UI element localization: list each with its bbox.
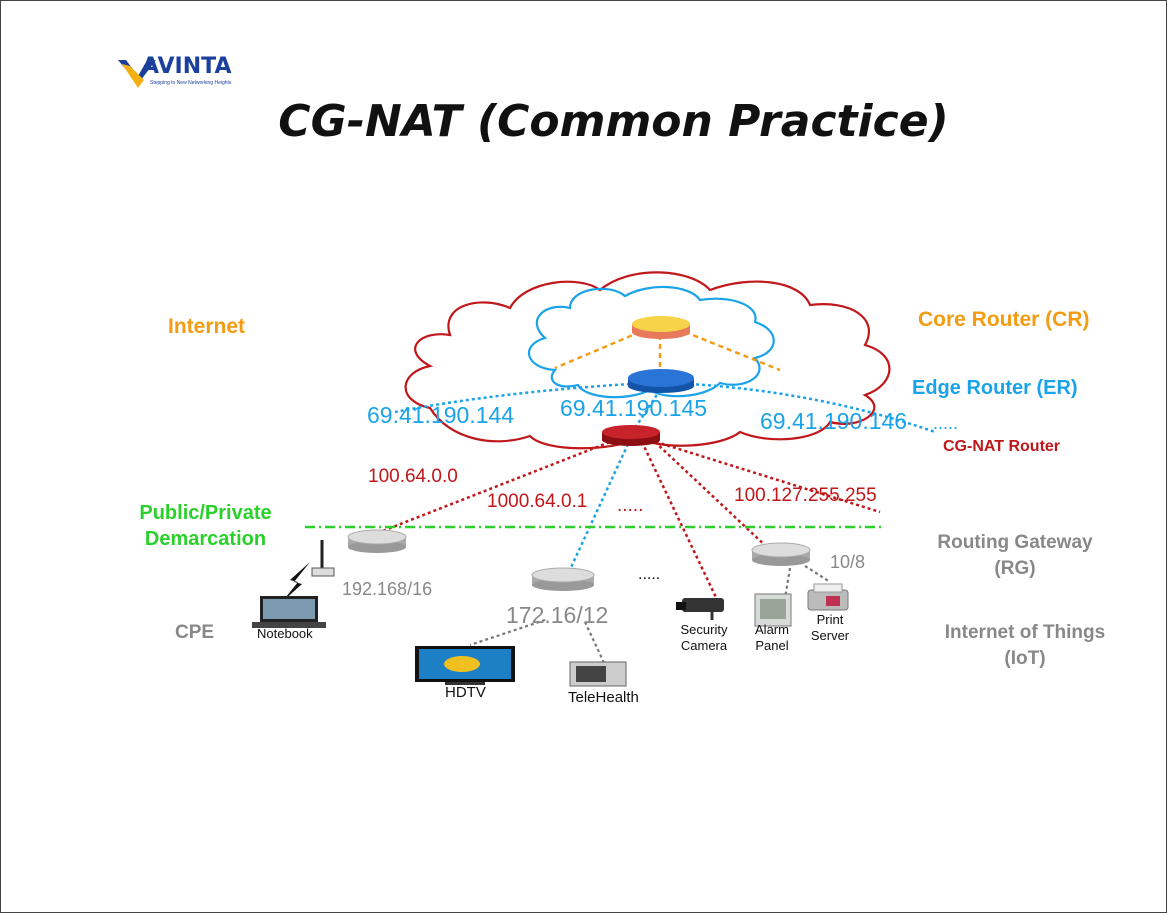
avinta-logo: AVINTA Stepping to New Networking Height… xyxy=(116,54,246,94)
routing-gateway-1-icon xyxy=(347,529,407,553)
public-ip-3: 69.41.190.146 xyxy=(760,408,908,434)
shared-ip-2: 1000.64.0.1 xyxy=(487,491,588,512)
alarm-panel-line2: Panel xyxy=(755,638,789,653)
core-router-icon xyxy=(632,316,690,339)
routing-gateway-2-icon xyxy=(531,567,595,591)
subnet-172: 172.16/12 xyxy=(506,602,609,628)
core-links xyxy=(554,330,781,372)
demarcation-line2: Demarcation xyxy=(144,528,267,550)
security-camera-label: Security Camera xyxy=(680,622,728,654)
logo-tagline: Stepping to New Networking Heights xyxy=(150,80,232,86)
devices-ellipsis: ..... xyxy=(638,566,661,583)
print-server-label: Print Server xyxy=(806,612,854,644)
demarcation-line1: Public/Private xyxy=(139,502,272,524)
security-camera-line2: Camera xyxy=(680,638,728,653)
hdtv-icon xyxy=(415,646,515,685)
subnet-10: 10/8 xyxy=(830,552,866,572)
routing-gateway-label: Routing Gateway (RG) xyxy=(920,530,1110,582)
telehealth-label: TeleHealth xyxy=(568,689,639,706)
alarm-panel-line1: Alarm xyxy=(755,622,789,637)
security-camera-line1: Security xyxy=(680,622,728,637)
notebook-icon xyxy=(252,596,326,628)
wireless-signal-icon xyxy=(282,562,310,602)
routing-gateway-line1: Routing Gateway xyxy=(937,532,1093,553)
slide-title: CG-NAT (Common Practice) xyxy=(278,96,949,147)
cpe-label: CPE xyxy=(175,622,215,643)
logo-swoosh-icon xyxy=(118,60,156,88)
internet-label: Internet xyxy=(168,315,246,338)
print-server-line1: Print xyxy=(816,612,844,627)
private-links xyxy=(469,565,831,666)
core-router-label: Core Router (CR) xyxy=(918,308,1090,331)
print-server-icon xyxy=(807,583,849,611)
iot-line2: (IoT) xyxy=(1004,648,1046,669)
logo-text: AVINTA xyxy=(142,54,232,79)
shared-ip-3: 100.127.255.255 xyxy=(734,485,877,506)
edge-router-label: Edge Router (ER) xyxy=(912,377,1078,399)
cgnat-links xyxy=(379,438,881,611)
wireless-access-point-icon xyxy=(311,540,335,577)
public-ip-2: 69.41.190.145 xyxy=(560,395,708,421)
demarcation-label: Public/Private Demarcation xyxy=(118,500,293,552)
public-ip-ellipsis: ..... xyxy=(933,413,959,433)
cgnat-router-icon xyxy=(602,425,660,446)
edge-router-icon xyxy=(628,369,694,393)
iot-line1: Internet of Things xyxy=(944,622,1106,643)
iot-label: Internet of Things (IoT) xyxy=(925,620,1125,672)
alarm-panel-icon xyxy=(754,593,792,627)
shared-ip-ellipsis: ..... xyxy=(617,495,644,516)
routing-gateway-line2: (RG) xyxy=(994,558,1036,579)
hdtv-label: HDTV xyxy=(445,684,486,701)
security-camera-icon xyxy=(676,598,724,620)
shared-ip-1: 100.64.0.0 xyxy=(368,466,458,487)
subnet-192: 192.168/16 xyxy=(342,579,433,599)
print-server-line2: Server xyxy=(810,628,850,643)
edge-cloud xyxy=(527,285,775,399)
public-ip-1: 69.41.190.144 xyxy=(367,402,515,428)
alarm-panel-label: Alarm Panel xyxy=(752,622,792,654)
telehealth-icon xyxy=(569,661,627,687)
routing-gateway-3-icon xyxy=(751,542,811,566)
cgnat-router-label: CG-NAT Router xyxy=(943,438,1061,455)
notebook-label: Notebook xyxy=(257,626,313,641)
public-links xyxy=(394,382,936,575)
